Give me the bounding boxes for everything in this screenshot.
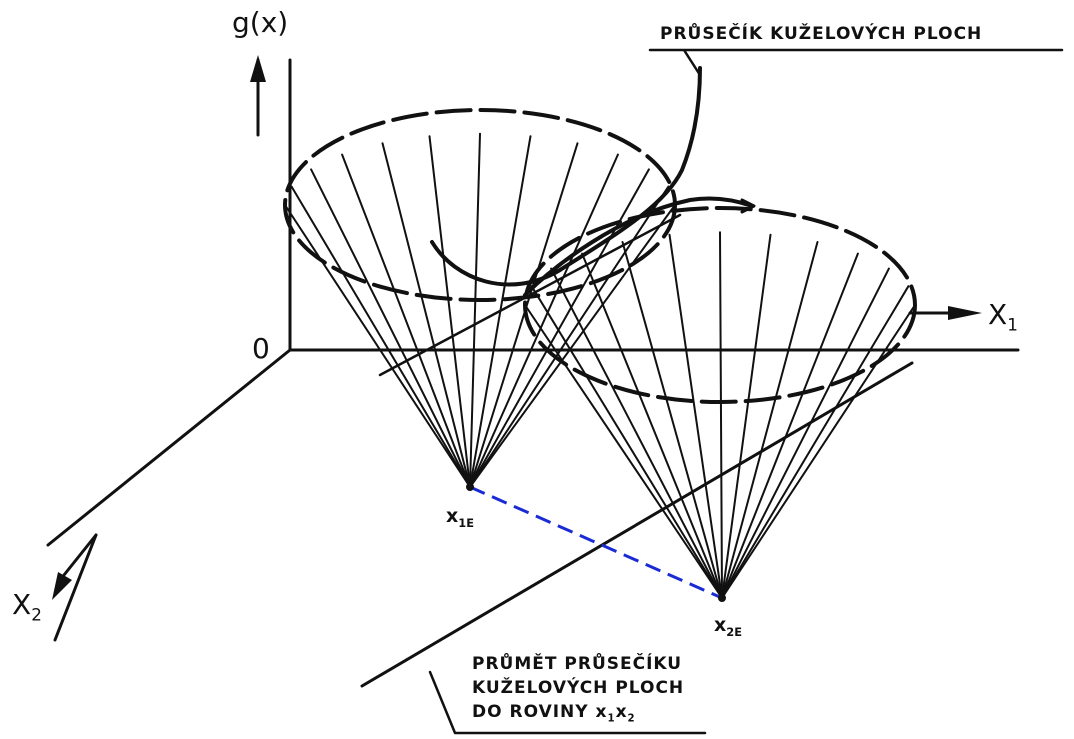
apex-1-label-sub: 1E [458,515,474,530]
cone-1-generator-line [341,153,471,488]
origin-label-text: 0 [252,332,270,365]
intersection-curve-lower [523,196,754,297]
bottom-note-line-1: PRŮMĚT PRŮSEČÍKU [472,654,683,674]
cone-2-generator-line [719,231,723,599]
cone-2-generator-line [721,241,819,599]
x1-axis-label: X1 [988,298,1018,335]
cone-1-generator-line [469,204,676,488]
cone-2-generator-line [721,252,859,599]
x2-axis-label-text: X [12,588,32,621]
x2-axis [46,348,292,547]
top-note-text: PRŮSEČÍK KUŽELOVÝCH PLOCH [660,24,983,44]
cone-1-generator-line [284,204,471,488]
cone-1-generator-line [310,168,471,488]
apex-1-label: x1E [446,505,474,530]
arrow-up-icon [250,55,266,137]
apex-2-label-text: x [714,614,727,636]
cone-2-generator-line [550,267,723,599]
origin-label: 0 [252,332,270,365]
cone-2 [523,206,917,599]
bottom-note-line-3-a: DO ROVINY x [472,702,608,722]
x2-axis-label-sub: 2 [31,604,42,625]
top-note: PRŮSEČÍK KUŽELOVÝCH PLOCH [660,24,982,44]
apex-1-label-text: x [446,505,459,527]
cone-2-generator-line [668,233,723,599]
top-note-leader [648,48,1064,77]
bottom-note-line-3: DO ROVINY x1x2 [472,700,684,731]
bottom-note-line-2: KUŽELOVÝCH PLOCH [472,678,685,698]
cone-1-generator-line [469,132,481,488]
apex-point-1 [466,483,474,491]
cone-1-generator-line [428,135,471,488]
intersection-projection-line [360,361,914,688]
apex-2-label: x2E [714,614,742,639]
g-axis-label: g(x) [232,6,288,39]
apex-2-label-sub: 2E [726,624,742,639]
g-axis-label-text: g(x) [232,6,289,39]
diagonal-line [378,213,682,377]
cone-1-generator-line [469,185,670,488]
cone-2-generator-line [721,267,890,599]
cone-2-generator-line [524,304,723,599]
bottom-note-line-3-b: x [615,702,628,722]
x2-axis-label: X2 [12,588,42,625]
cone-2-generator-line [581,252,723,599]
axes [46,58,1020,547]
cone-1-generator-line [469,153,619,488]
cone-2-generator-line [721,233,772,599]
bottom-note-line-3-sub1: 1 [607,713,616,725]
cone-1-generator-line [381,142,471,488]
cone-2-generator-line [721,285,910,599]
x1-axis-label-text: X [988,298,1008,331]
apex-point-2 [718,594,726,602]
cone-2-generator-line [530,285,723,599]
cone-1 [283,108,677,488]
cone-1-generator-line [290,185,471,488]
cone-2-generator-line [621,241,723,599]
intersection-curve [430,66,702,287]
bottom-note-leader [428,670,707,735]
x1-axis-label-sub: 1 [1007,314,1018,335]
apex-connector-line [469,485,723,600]
arrow-right-icon [908,306,982,320]
arrow-down-left-icon [52,533,98,642]
cone-1-generator-line [469,142,579,488]
cone-2-generators [524,231,916,599]
bottom-note: PRŮMĚT PRŮSEČÍKU KUŽELOVÝCH PLOCH DO ROV… [472,652,684,731]
cone-1-generators [284,132,676,488]
bottom-note-line-3-sub2: 2 [627,713,636,725]
cone-2-generator-line [721,304,916,599]
